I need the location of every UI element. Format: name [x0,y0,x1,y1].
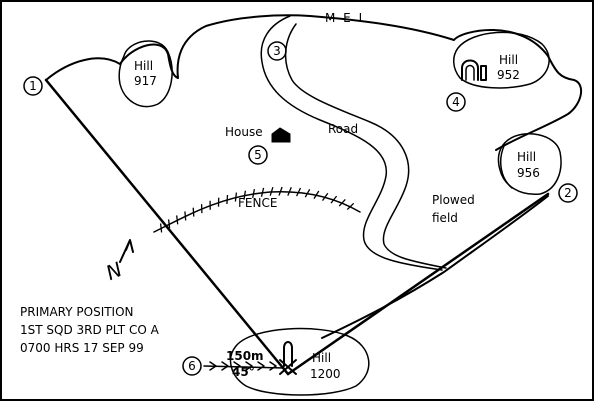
fence-tick [304,188,311,198]
hill-956-name: Hill [517,150,536,164]
range-azimuth-label: 45° [232,365,255,379]
point-6-marker [182,356,202,376]
fence-tick [321,192,329,201]
road-edge-east [284,23,447,269]
fence-tick [243,190,247,200]
point-2-marker [558,183,578,203]
point-6-label: 6 [188,359,196,373]
hill-952-outline [453,31,550,89]
fence-tick [269,187,274,196]
range-distance-label: 150m [226,349,264,363]
bunker-icon-inner [465,64,475,81]
fence-tick [287,187,292,196]
fence-label: FENCE [238,196,277,210]
point-5-marker [248,145,268,165]
weapon-position-icon [279,341,297,375]
hill-1200-outline [229,327,370,396]
fence-tick [159,223,163,233]
hill-1200-number: 1200 [310,367,341,381]
field-label: field [432,211,458,225]
terrain-boundary [45,14,583,151]
point-1-label: 1 [29,79,37,93]
fence-tick [226,194,229,205]
road-label: Road [328,122,358,136]
fence-tick [278,186,283,196]
hill-917-number: 917 [134,74,157,88]
point-1-marker [23,76,43,96]
mel-label: M E L [325,11,367,25]
direction-arrow-line [203,365,285,369]
hill-1200-name: Hill [312,351,331,365]
house-label: House [225,125,263,139]
fence-tick [260,187,265,197]
fence-tick [192,207,195,217]
sector-line-east [286,192,550,376]
bunker-post-icon [480,65,487,81]
direction-arrow-chevrons [209,361,277,371]
hill-956-contour [499,145,513,189]
point-3-marker [267,41,287,61]
fence-tick [184,211,187,221]
fence-tick [176,215,179,225]
fence-tick [296,187,302,197]
fence-tick [167,219,171,229]
north-arrow-icon [119,239,134,263]
fence-tick [252,188,256,199]
fence-tick [330,195,338,204]
fence-tick [313,190,320,199]
caption-line-1: PRIMARY POSITION [20,305,134,319]
house-icon [271,127,291,143]
fence-tick [234,192,238,202]
fence-ticks [159,186,355,233]
north-letter: N [102,257,125,285]
caption-line-2: 1ST SQD 3RD PLT CO A [20,323,160,337]
terrain-boundary-right [321,195,549,339]
hill-956-outline [497,133,562,195]
hill-917-name: Hill [134,59,153,73]
hill-917-outline [118,40,173,108]
bunker-icon [461,59,479,81]
fence-tick [346,202,355,210]
caption-line-3: 0700 HRS 17 SEP 99 [20,341,144,355]
point-2-label: 2 [564,186,572,200]
point-5-label: 5 [254,148,262,162]
plowed-label: Plowed [432,193,475,207]
hill-952-number: 952 [497,68,520,82]
point-3-label: 3 [273,44,281,58]
sector-line-west [44,78,290,376]
road-edge-west [260,15,443,271]
hill-952-name: Hill [499,53,518,67]
fence-tick [338,198,346,207]
point-4-label: 4 [452,95,460,109]
hill-956-number: 956 [517,166,540,180]
point-4-marker [446,92,466,112]
